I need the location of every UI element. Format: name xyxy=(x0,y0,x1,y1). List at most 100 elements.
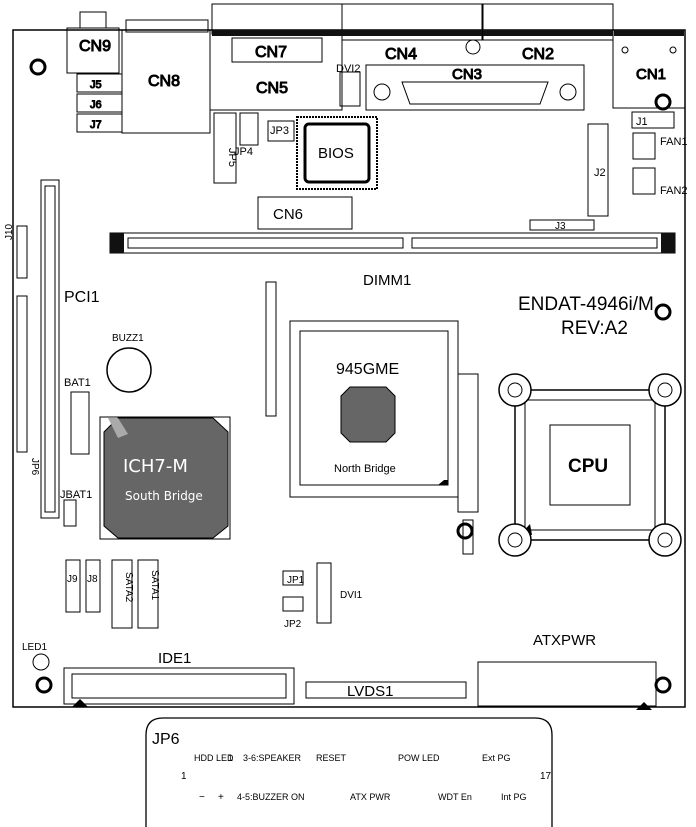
cn3-connector xyxy=(365,64,585,111)
cn4-label: CN4 xyxy=(385,46,417,63)
mounting-holes xyxy=(29,58,672,694)
pci1-slot: PCI1 xyxy=(40,179,100,519)
buzzer-label: 4-5:BUZZER ON xyxy=(237,792,305,802)
j3-label: J3 xyxy=(555,221,566,232)
board-model: ENDAT-4946i/M xyxy=(518,294,654,315)
dvi2-header xyxy=(339,71,361,107)
j6-label: J6 xyxy=(90,99,102,111)
speaker-label: 3-6:SPEAKER xyxy=(243,753,302,763)
atxpwr-label: ATXPWR xyxy=(533,632,596,649)
lvds1-label: LVDS1 xyxy=(347,683,393,700)
jp3-header xyxy=(267,120,295,142)
jp5-label: JP5 xyxy=(226,148,238,167)
cn4-connector xyxy=(341,3,483,41)
plus-label: + xyxy=(218,792,224,803)
mounting-hole-icon xyxy=(35,676,53,694)
wdt-en-label: WDT En xyxy=(438,792,472,802)
j5-header xyxy=(76,73,123,93)
jp2-label: JP2 xyxy=(284,619,302,630)
led-icon xyxy=(32,653,50,671)
mounting-hole-icon xyxy=(456,522,474,540)
j10-label: J10 xyxy=(4,223,15,240)
cn9-label: CN9 xyxy=(79,38,111,55)
cn1-label: CN1 xyxy=(636,66,666,83)
mounting-hole-icon xyxy=(654,676,672,694)
mounting-hole-icon xyxy=(654,93,672,111)
mounting-hole-icon xyxy=(29,58,47,76)
pin-end-label: 17 xyxy=(540,771,552,782)
dvi2-label: DVI2 xyxy=(336,63,360,75)
j9-label: J9 xyxy=(67,574,78,585)
jbat1-header xyxy=(63,499,77,527)
minus-label: − xyxy=(199,792,205,803)
dvi1-header xyxy=(316,562,332,624)
cn7-label: CN7 xyxy=(255,44,287,61)
rear-io: CN9 CN8 J5 J6 J7 CN7 CN5 CN4 CN2 CN3 CN1 xyxy=(66,3,686,134)
dvi1-label: DVI1 xyxy=(340,590,363,601)
sb-name: ICH7-M xyxy=(123,456,188,477)
nb-capacitor xyxy=(462,519,474,555)
cn2-label: CN2 xyxy=(522,46,554,63)
j6-header xyxy=(76,93,123,113)
hdd-led-pin-label: 1 xyxy=(228,753,233,763)
j8-header xyxy=(85,559,101,613)
cn3-label: CN3 xyxy=(452,66,482,83)
j9-header xyxy=(65,559,81,613)
dimm1-label: DIMM1 xyxy=(363,272,411,289)
cpu-socket: CPU xyxy=(498,373,682,557)
sata2-label: SATA2 xyxy=(123,572,134,603)
nb-name: 945GME xyxy=(336,361,399,378)
buzzer-icon xyxy=(106,347,152,393)
sata2-connector xyxy=(111,559,133,629)
j5-label: J5 xyxy=(90,79,102,91)
cpu-label: CPU xyxy=(568,456,608,477)
j7-header xyxy=(76,113,123,133)
bat1-battery xyxy=(70,391,90,455)
south-bridge-chip: ICH7-M South Bridge xyxy=(99,416,231,540)
bat1-label: BAT1 xyxy=(64,377,91,389)
j1-header xyxy=(631,111,675,129)
cn8-label: CN8 xyxy=(148,73,180,90)
jp2-header xyxy=(282,596,304,612)
j7-label: J7 xyxy=(90,119,102,131)
sata1-label: SATA1 xyxy=(149,570,160,601)
pci1-label: PCI1 xyxy=(64,289,100,306)
lvds1-connector xyxy=(305,681,467,699)
mounting-hole-icon xyxy=(654,303,672,321)
cn6-label: CN6 xyxy=(273,206,303,223)
fan2-label: FAN2 xyxy=(660,185,688,197)
buzz1-label: BUZZ1 xyxy=(112,333,144,344)
j2-label: J2 xyxy=(594,167,606,179)
j10-header xyxy=(16,225,28,279)
j2-header xyxy=(587,123,609,217)
jp1-label: JP1 xyxy=(287,575,305,586)
jp1-header xyxy=(282,570,304,586)
jp3-label: JP3 xyxy=(270,125,289,137)
ide1-label: IDE1 xyxy=(158,650,191,667)
bios-label: BIOS xyxy=(318,145,354,162)
int-pg-label: Int PG xyxy=(501,792,527,802)
jp4-label: JP4 xyxy=(234,146,253,158)
jbat1-label: JBAT1 xyxy=(60,489,92,501)
reset-label: RESET xyxy=(316,753,347,763)
cn6-header xyxy=(257,196,353,230)
atx-pwr-label: ATX PWR xyxy=(350,792,391,802)
sb-desc: South Bridge xyxy=(125,489,203,503)
nb-desc: North Bridge xyxy=(334,463,396,475)
jp6-detail-panel: JP6 HDD LED 1 3-6:SPEAKER RESET POW LED … xyxy=(145,717,553,827)
jp6-header xyxy=(16,295,28,453)
atx-power-connector: ATXPWR xyxy=(477,632,657,710)
led1-label: LED1 xyxy=(22,642,47,653)
j1-label: J1 xyxy=(636,116,648,128)
fan1-header xyxy=(632,132,656,160)
j3-header xyxy=(529,219,595,231)
connector-shells xyxy=(212,30,684,36)
jp6-title: JP6 xyxy=(152,731,180,748)
jp6-board-label: JP6 xyxy=(29,458,40,476)
north-bridge-chip: 945GME North Bridge xyxy=(265,281,479,513)
fan2-header xyxy=(632,167,656,195)
sata1-connector xyxy=(137,559,159,629)
ide1-connector: IDE1 xyxy=(63,650,295,707)
bios-chip: BIOS xyxy=(296,116,378,190)
